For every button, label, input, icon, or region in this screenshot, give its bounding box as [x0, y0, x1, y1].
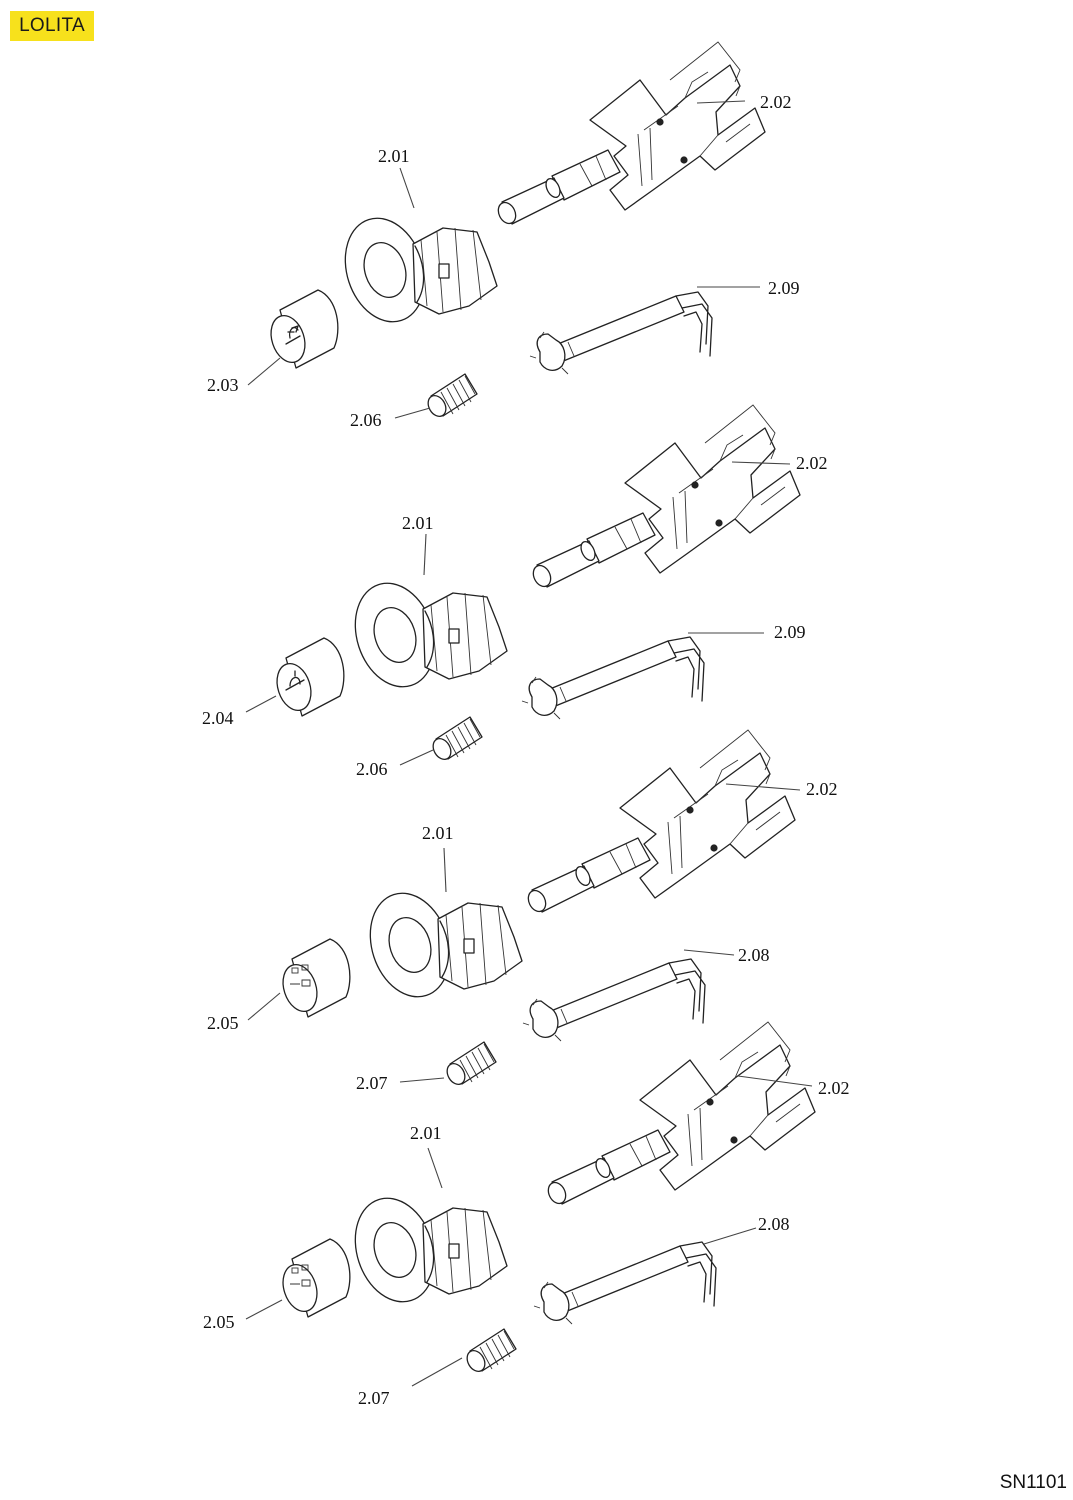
thermocouple — [533, 1241, 717, 1325]
valve-block — [524, 729, 796, 916]
callout-2-01: 2.01 — [402, 513, 434, 533]
callout-2-02: 2.02 — [760, 92, 792, 112]
thermocouple — [521, 636, 705, 720]
callout-2-02: 2.02 — [796, 453, 828, 473]
thermocouple — [522, 958, 706, 1042]
callout-spring: 2.06 — [356, 759, 388, 779]
leader-line — [725, 783, 801, 791]
leader-line — [703, 1227, 757, 1245]
off-switch-symbol-icon — [290, 1264, 311, 1287]
callout-thermocouple: 2.09 — [768, 278, 800, 298]
off-switch-symbol-icon — [290, 964, 311, 987]
leader-line — [394, 407, 431, 419]
callout-2-01: 2.01 — [422, 823, 454, 843]
knob-cap — [276, 1238, 351, 1318]
knob-cap — [264, 289, 339, 369]
knob-cap — [270, 637, 345, 717]
collar-bezel — [356, 882, 523, 1008]
sheet-code: SN1101 — [999, 1472, 1067, 1493]
thermocouple — [529, 291, 713, 375]
leader-line — [683, 949, 735, 956]
leader-line — [247, 992, 281, 1021]
callout-thermocouple: 2.08 — [758, 1214, 790, 1234]
burner-symbol-icon — [285, 670, 305, 691]
leader-line — [696, 100, 746, 104]
valve-block — [494, 41, 766, 228]
valve-block — [529, 404, 801, 591]
callout-2-01: 2.01 — [410, 1123, 442, 1143]
leader-line — [427, 1147, 443, 1189]
callout-knob: 2.05 — [203, 1312, 235, 1332]
callout-thermocouple: 2.09 — [774, 622, 806, 642]
assembly-group-3: 2.02 2.01 2.08 2.05 2.07 — [207, 729, 838, 1093]
leader-line — [247, 357, 281, 386]
grill-symbol-icon — [285, 325, 301, 345]
assembly-group-2: 2.02 2.01 2.09 2.04 2.06 — [202, 404, 828, 779]
callout-knob: 2.05 — [207, 1013, 239, 1033]
model-badge: LOLITA — [10, 11, 94, 41]
callout-spring: 2.07 — [356, 1073, 388, 1093]
leader-line — [443, 847, 447, 893]
callout-spring: 2.07 — [358, 1388, 390, 1408]
callout-spring: 2.06 — [350, 410, 382, 430]
callout-thermocouple: 2.08 — [738, 945, 770, 965]
leader-line — [731, 461, 791, 465]
callout-2-02: 2.02 — [806, 779, 838, 799]
leader-line — [245, 1299, 283, 1320]
valve-block — [544, 1021, 816, 1208]
callout-knob: 2.04 — [202, 708, 234, 728]
leader-line — [399, 167, 415, 209]
callout-2-02: 2.02 — [818, 1078, 850, 1098]
callout-knob: 2.03 — [207, 375, 239, 395]
spring — [423, 373, 478, 421]
leader-line — [737, 1075, 813, 1087]
spring — [428, 716, 483, 764]
callout-2-01: 2.01 — [378, 146, 410, 166]
spring — [462, 1328, 517, 1376]
knob-cap — [276, 938, 351, 1018]
leader-line — [423, 533, 427, 576]
leader-line — [399, 1077, 445, 1083]
spring — [442, 1041, 497, 1089]
collar-bezel — [341, 1187, 508, 1313]
assembly-group-4: 2.02 2.01 2.08 2.05 2.07 — [203, 1021, 850, 1408]
assembly-group-1: 2.02 2.01 2.09 2.03 2.06 — [207, 41, 800, 430]
leader-line — [399, 749, 434, 766]
collar-bezel — [341, 572, 508, 698]
collar-bezel — [331, 207, 498, 333]
leader-line — [245, 695, 277, 713]
leader-line — [411, 1357, 463, 1387]
